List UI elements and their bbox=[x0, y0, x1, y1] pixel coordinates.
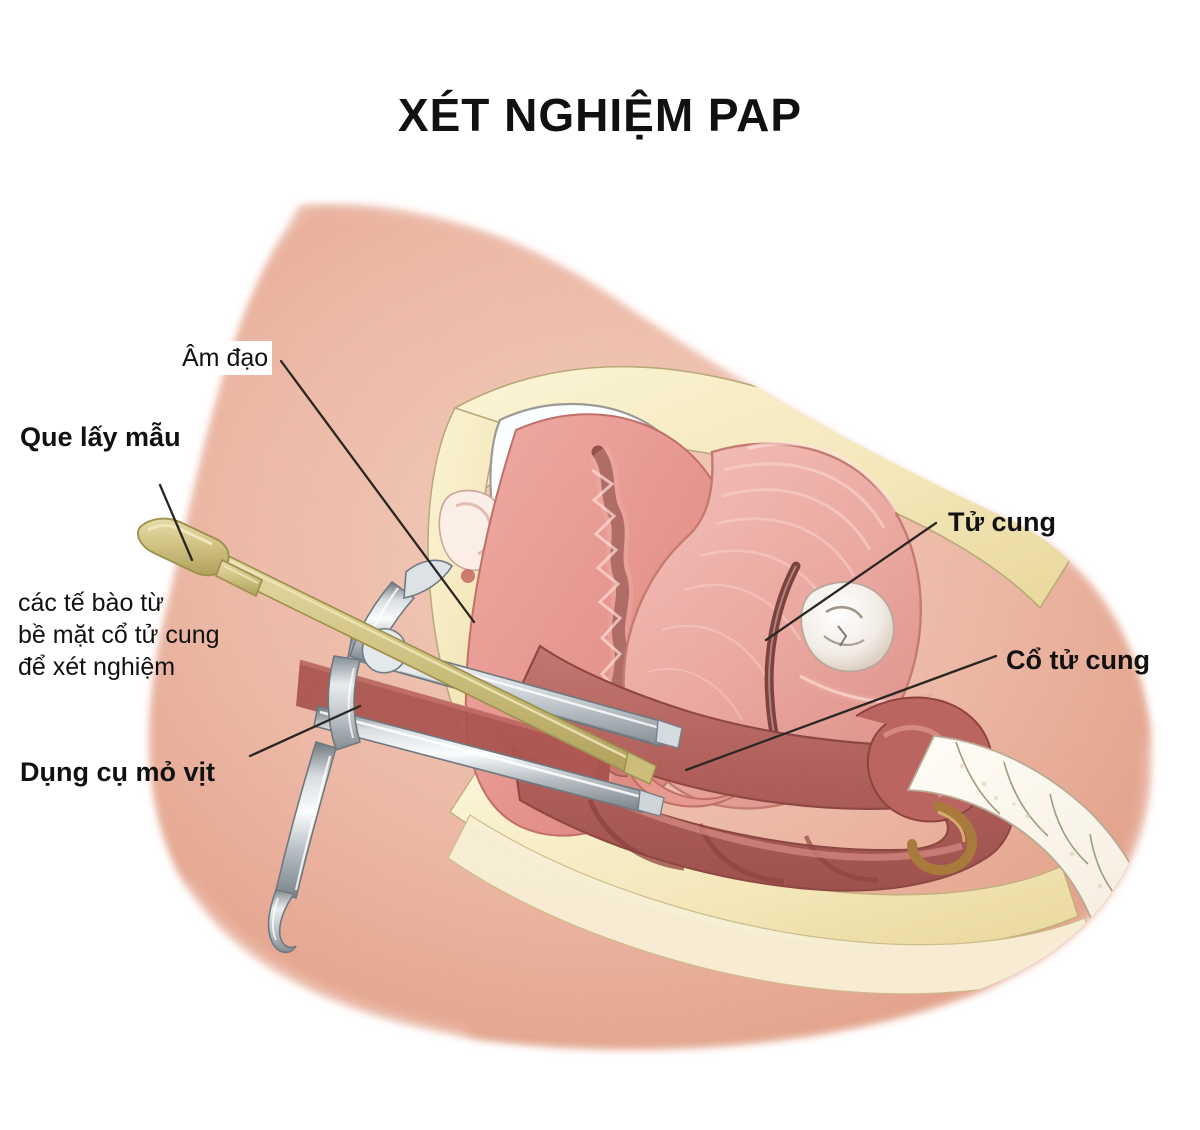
label-description-line-1: các tế bào từ bbox=[18, 589, 164, 617]
label-description-line-3: để xét nghiệm bbox=[18, 653, 176, 681]
sampling-spatula-handle bbox=[137, 517, 264, 598]
sampling-spatula bbox=[199, 543, 657, 785]
speculum-instrument bbox=[267, 559, 683, 954]
label-uterus: Tử cung bbox=[948, 507, 1057, 537]
leader-line-speculum bbox=[248, 704, 362, 758]
label-description-line-2: bề mặt cổ tử cung bbox=[18, 621, 220, 649]
page-title: XÉT NGHIỆM PAP bbox=[397, 89, 803, 141]
label-vagina: Âm đạo bbox=[178, 341, 273, 375]
label-description: các tế bào từ bề mặt cổ tử cung để xét n… bbox=[18, 587, 220, 683]
leader-lines bbox=[158, 359, 998, 772]
label-speculum: Dụng cụ mỏ vịt bbox=[20, 757, 215, 787]
leader-line-uterus bbox=[764, 521, 938, 642]
label-sampling-swab: Que lấy mẫu bbox=[20, 422, 181, 452]
leader-line-vagina bbox=[279, 359, 476, 624]
leader-line-swab bbox=[158, 483, 194, 562]
label-cervix: Cổ tử cung bbox=[1006, 645, 1151, 675]
leader-line-cervix bbox=[684, 654, 998, 772]
